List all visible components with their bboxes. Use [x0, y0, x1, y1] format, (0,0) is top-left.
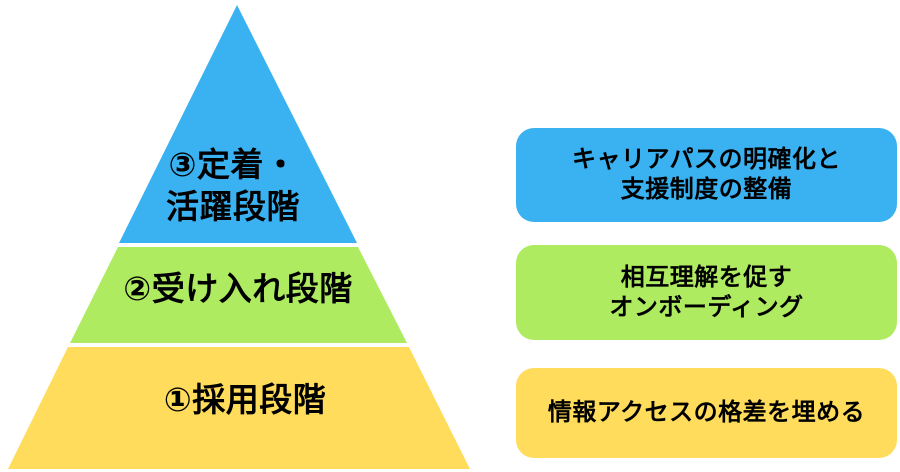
pyramid-stage-1-label: ①採用段階 [163, 381, 327, 418]
pyramid-stage-3-label: ③定着・ 活躍段階 [166, 146, 300, 225]
callout-stage-1-text: 情報アクセスの格差を埋める [547, 399, 866, 426]
callout-stage-1: 情報アクセスの格差を埋める [516, 368, 897, 458]
callout-stage-2: 相互理解を促す オンボーディング [516, 245, 897, 340]
pyramid: ③定着・ 活躍段階 ②受け入れ段階 ①採用段階 [8, 5, 470, 469]
callout-stage-3-text: キャリアパスの明確化と 支援制度の整備 [571, 146, 842, 203]
callout-stage-2-text: 相互理解を促す オンボーディング [609, 263, 804, 321]
pyramid-stage-2-shape [70, 247, 407, 343]
callout-stage-3: キャリアパスの明確化と 支援制度の整備 [516, 128, 897, 222]
pyramid-stage-1-shape [8, 347, 470, 469]
pyramid-stage-2-label: ②受け入れ段階 [123, 270, 353, 307]
